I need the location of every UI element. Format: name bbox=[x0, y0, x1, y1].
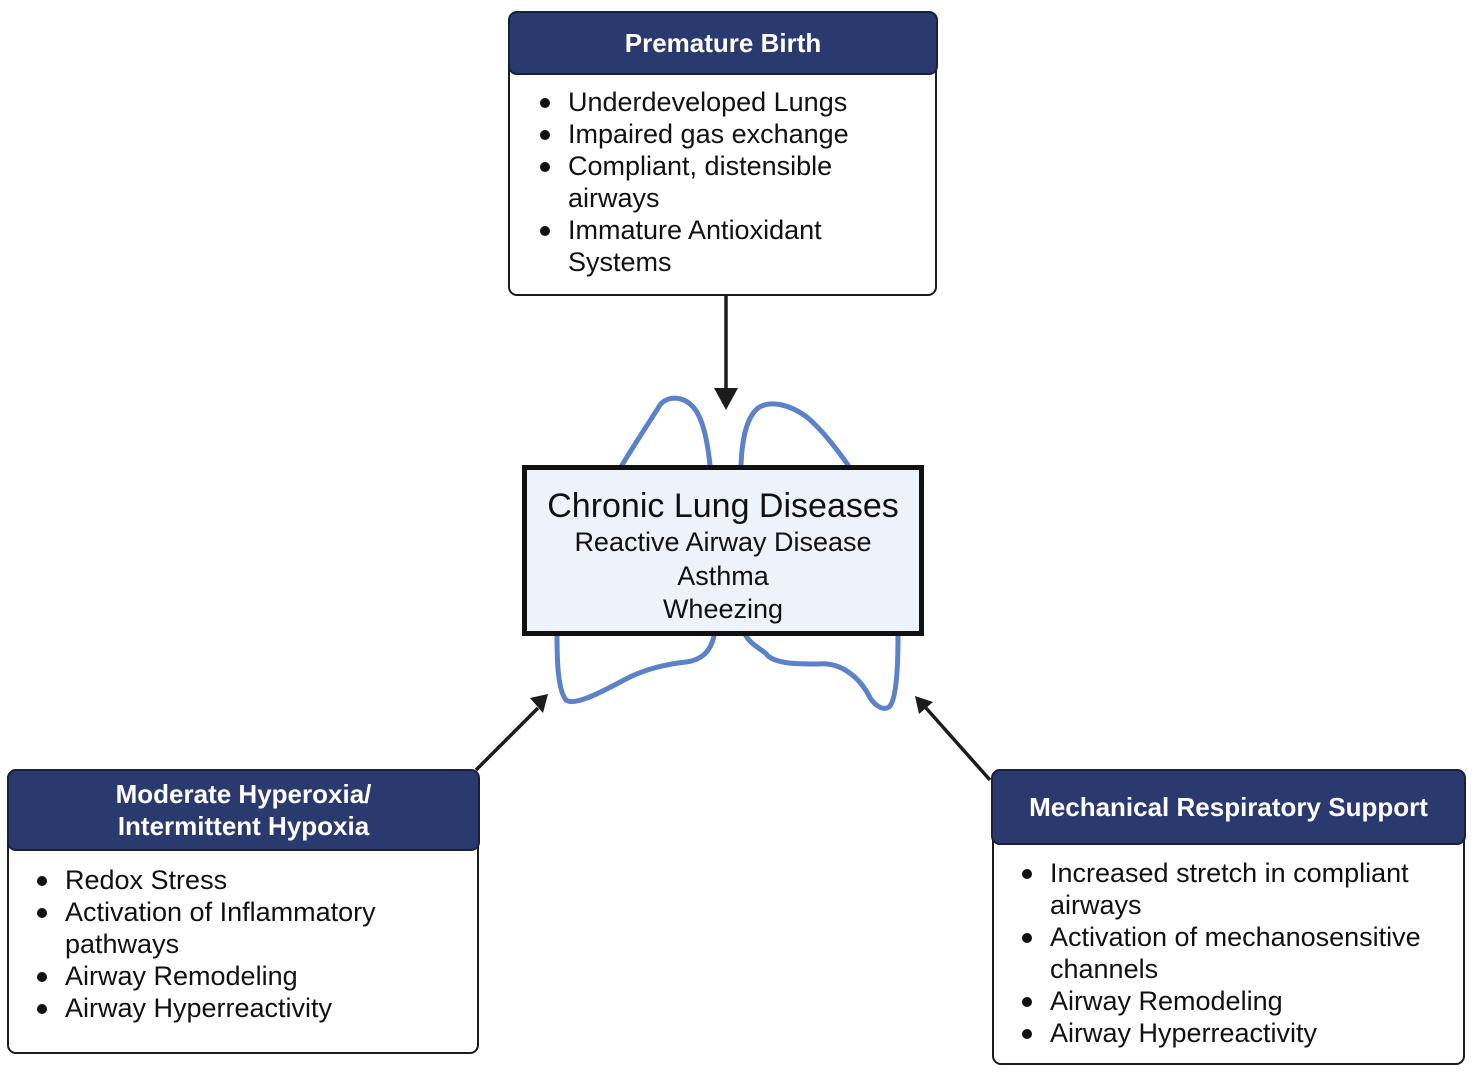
list-item: Airway Hyperreactivity bbox=[9, 992, 474, 1024]
mechanical-support-header: Mechanical Respiratory Support bbox=[991, 769, 1466, 845]
premature-birth-title: Premature Birth bbox=[624, 28, 822, 58]
center-line: Wheezing bbox=[662, 594, 784, 624]
list-item: Underdeveloped Lungs bbox=[512, 86, 932, 118]
arrow-icon bbox=[924, 706, 992, 782]
list-item: Airway Hyperreactivity bbox=[994, 1017, 1464, 1049]
center-line: Reactive Airway Disease bbox=[574, 527, 872, 557]
center-line: Asthma bbox=[677, 560, 769, 591]
arrow-icon bbox=[474, 706, 540, 772]
arrowhead-icon bbox=[714, 388, 738, 410]
hyperoxia-header: Moderate Hyperoxia/ Intermittent Hypoxia bbox=[7, 769, 480, 851]
hyperoxia-title-line1: Moderate Hyperoxia/ bbox=[115, 779, 372, 809]
premature-birth-header: Premature Birth bbox=[508, 11, 938, 75]
mechanical-support-title: Mechanical Respiratory Support bbox=[1029, 792, 1428, 822]
center-title: Chronic Lung Diseases bbox=[547, 487, 899, 525]
hyperoxia-title-line2: Intermittent Hypoxia bbox=[117, 811, 370, 841]
lungs-outline-icon bbox=[554, 395, 901, 711]
arrowhead-icon bbox=[530, 694, 548, 713]
list-item: Impaired gas exchange bbox=[512, 118, 932, 150]
premature-birth-list: Underdeveloped Lungs Impaired gas exchan… bbox=[512, 86, 932, 278]
arrowhead-icon bbox=[915, 696, 933, 714]
list-item: Airway Remodeling bbox=[994, 985, 1464, 1017]
list-item: Airway Remodeling bbox=[9, 960, 474, 992]
chronic-lung-diseases-box: Chronic Lung Diseases Reactive Airway Di… bbox=[522, 465, 924, 636]
list-item: Redox Stress bbox=[9, 864, 474, 896]
